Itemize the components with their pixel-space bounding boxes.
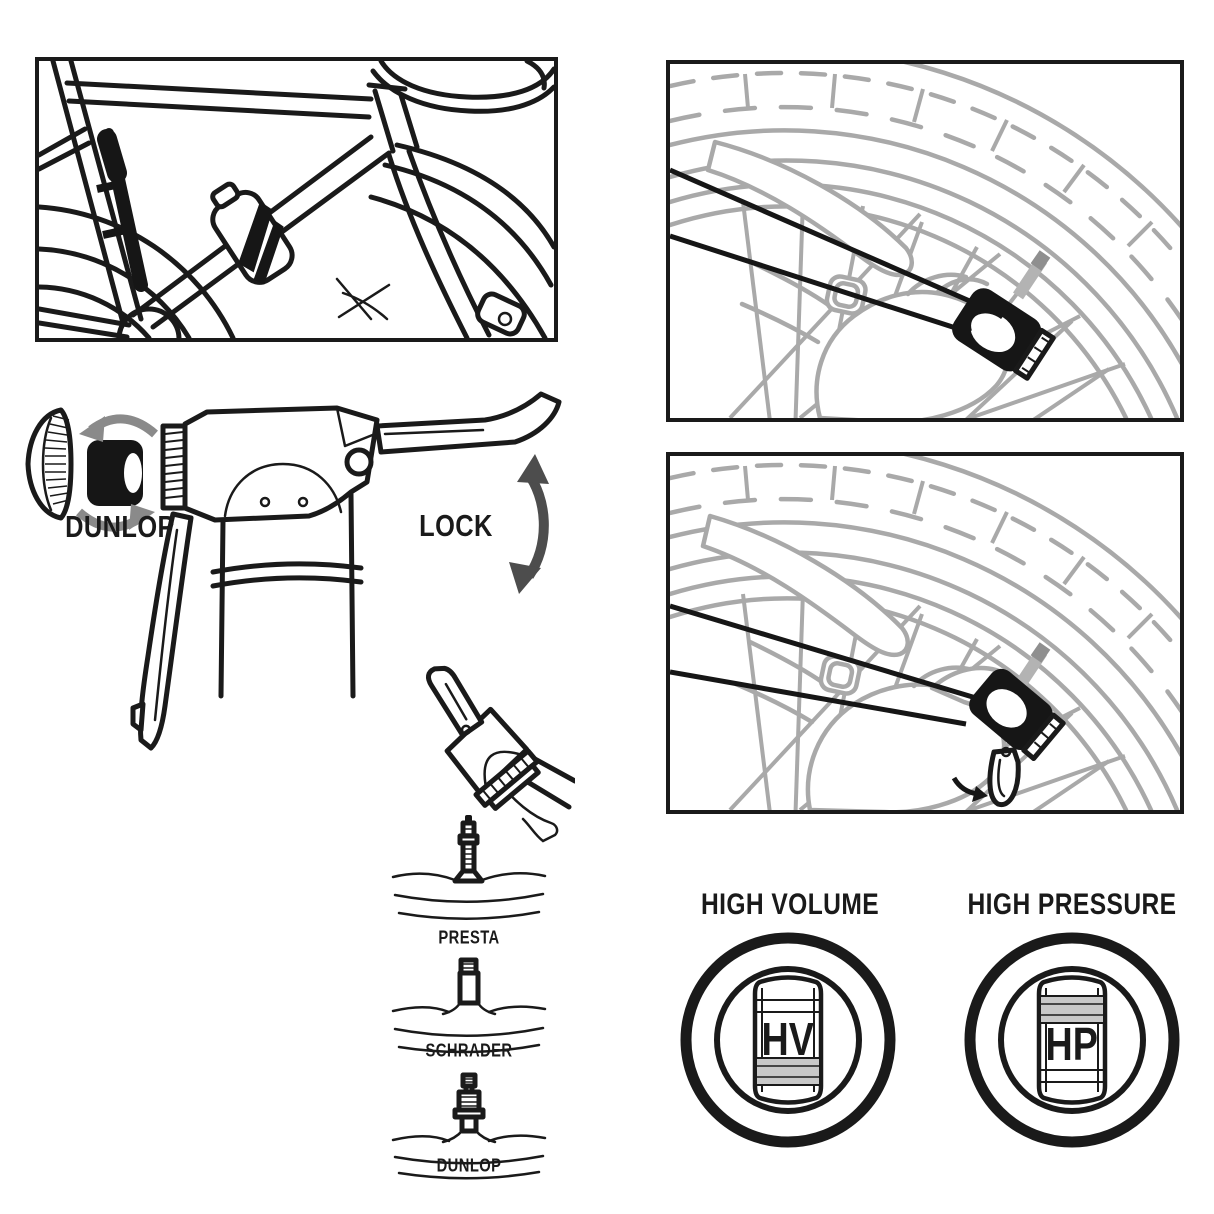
pump-head-locked	[969, 668, 1066, 762]
label-valve-dunlop: DUNLOP	[436, 1155, 502, 1176]
valve-dunlop	[391, 1072, 547, 1180]
pump-head-on-valve	[952, 288, 1056, 381]
dunlop-adapter	[87, 440, 143, 506]
rotate-arrows-icon	[76, 414, 158, 532]
flip-lever-arrow-icon	[951, 776, 988, 802]
valve-schrader	[391, 957, 547, 1054]
dial-high-volume: HV	[680, 932, 896, 1148]
label-valve-schrader: SCHRADER	[425, 1040, 513, 1061]
label-lock: LOCK	[419, 508, 493, 543]
valve-presta	[391, 815, 547, 920]
label-high-pressure: HIGH PRESSURE	[967, 888, 1177, 921]
valve-types-figure	[391, 665, 575, 1180]
bike-frame-drawing	[39, 61, 554, 338]
mounted-mini-pump	[96, 128, 148, 292]
label-high-volume: HIGH VOLUME	[700, 888, 880, 921]
hp-barrel-icon	[1036, 975, 1108, 1105]
flipped-lock-lever	[987, 746, 1021, 807]
panel-attach-pump-step2	[666, 452, 1184, 814]
pump-head-exploded-figure	[25, 391, 562, 751]
lock-swing-arrow-icon	[509, 454, 549, 594]
panel-attach-pump-step1	[666, 60, 1184, 422]
hv-barrel-icon	[752, 975, 824, 1105]
lock-lever	[374, 391, 562, 455]
pump-head-body	[130, 405, 380, 751]
attach-step2-drawing	[670, 456, 1180, 810]
panel-pump-on-bike	[35, 57, 558, 342]
hp-code: HP	[1046, 1018, 1098, 1069]
hv-code: HV	[762, 1013, 814, 1064]
attach-step1-drawing	[670, 64, 1180, 418]
label-dunlop-adapter: DUNLOP	[65, 509, 175, 544]
label-valve-presta: PRESTA	[438, 927, 500, 948]
dial-high-pressure: HP	[964, 932, 1180, 1148]
bottle-cage	[210, 181, 295, 285]
dust-cap	[25, 407, 74, 521]
pump-head-mini	[425, 665, 575, 843]
